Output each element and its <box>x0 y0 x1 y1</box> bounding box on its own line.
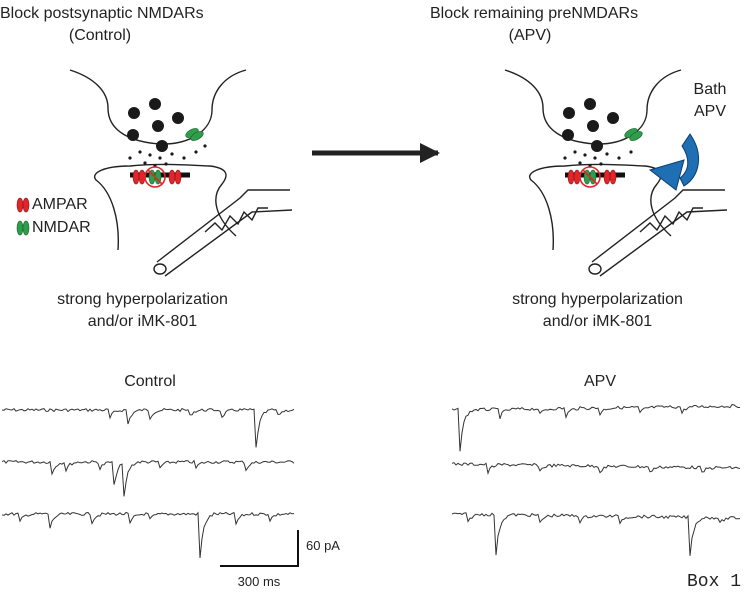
right-post-nmdar-blocked <box>579 166 601 188</box>
box-label: Box 1 <box>686 572 741 592</box>
apv-trace-2 <box>451 462 741 475</box>
legend-nmdar-label: NMDAR <box>32 219 91 236</box>
left-postsynaptic-spine <box>93 163 237 251</box>
apv-trace-3 <box>451 512 741 556</box>
left-pipette-tip <box>153 263 167 275</box>
right-pipette <box>591 189 728 277</box>
left-post-ampar <box>132 169 182 185</box>
control-trace-1 <box>1 407 295 448</box>
left-transmitter-dots <box>128 144 207 168</box>
legend-ampar-label: AMPAR <box>32 196 88 213</box>
scalebar-time-label: 300 ms <box>237 574 281 589</box>
control-trace-2 <box>1 459 295 497</box>
legend-nmdar-icon <box>16 220 30 236</box>
right-pre-nmdar <box>624 128 643 141</box>
control-traces <box>1 407 295 559</box>
right-electrode-wire <box>639 207 703 233</box>
left-electrode-wire <box>204 207 268 233</box>
left-vesicles <box>127 98 184 152</box>
scalebar-current-label: 60 pA <box>306 538 340 553</box>
left-caption-line2: and/or iMK-801 <box>87 313 198 330</box>
right-postsynaptic-spine <box>528 163 672 251</box>
right-caption-line1: strong hyperpolarization <box>512 291 683 308</box>
control-trace-title: Control <box>124 373 176 390</box>
apv-trace-title: APV <box>583 373 616 390</box>
apv-trace-1 <box>451 404 740 452</box>
control-trace-3 <box>1 511 295 559</box>
legend-ampar-icon <box>16 197 30 213</box>
bath-label-line1: Bath <box>693 81 727 98</box>
right-caption-line2: and/or iMK-801 <box>542 313 653 330</box>
left-pipette <box>156 189 293 277</box>
left-title-line1: Block postsynaptic NMDARs <box>0 5 204 22</box>
bath-apv-arrow <box>648 133 700 191</box>
left-title-line2: (Control) <box>68 27 132 44</box>
right-pipette-tip <box>588 263 602 275</box>
scalebar <box>220 530 299 567</box>
left-pre-nmdar <box>185 128 204 141</box>
right-vesicles <box>562 98 619 152</box>
left-post-nmdar-blocked <box>144 166 166 188</box>
right-title-line1: Block remaining preNMDARs <box>430 5 639 22</box>
right-title-line2: (APV) <box>508 27 552 44</box>
apv-traces <box>451 404 741 556</box>
left-caption-line1: strong hyperpolarization <box>57 291 228 308</box>
bath-label-line2: APV <box>693 103 726 120</box>
